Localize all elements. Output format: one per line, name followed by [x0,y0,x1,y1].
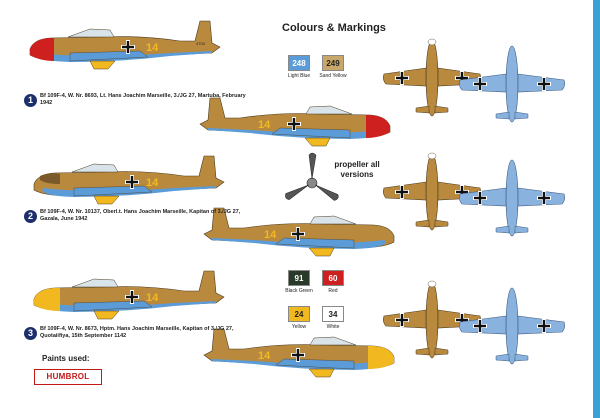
swatch-red: 60 [322,270,344,286]
scheme-3-right-profile: 14 [204,329,394,377]
scheme-1-top-view [383,38,481,117]
scheme-number-2: 2 [24,210,37,223]
svg-text:4703: 4703 [196,41,206,46]
swatch-yellow: 24 [288,306,310,322]
scheme-1-bottom-view [459,45,565,123]
swatch-black-green: 91 [288,270,310,286]
swatch-sand-yellow: 249 [322,55,344,71]
scheme-2-bottom-view [459,159,565,237]
page-title: Colours & Markings [282,22,386,34]
swatch-label-white: White [326,324,340,330]
svg-text:14: 14 [146,292,159,304]
scheme-caption-2: Bf 109F-4, W. Nr. 10137, Oberl.t. Hans J… [40,209,241,222]
swatch-label-red: Red [328,288,338,294]
swatch-white: 34 [322,306,344,322]
scheme-2-right-profile: 14 [204,208,394,256]
propeller-drawing [285,152,339,201]
swatch-label-yellow: Yellow [291,324,307,330]
scheme-2-top-view [383,152,481,231]
scheme-caption-1: Bf 109F-4, W. Nr. 8693, Lt. Hans Joachim… [40,93,246,106]
paints-title: Paints used: [42,354,90,363]
svg-text:14: 14 [258,350,271,362]
scheme-3-left-profile: 14 [33,270,225,320]
propeller-label: propeller all versions [334,160,380,179]
svg-text:14: 14 [264,229,277,241]
scheme-1-left-profile: 14 4703 [29,20,221,70]
svg-text:14: 14 [258,119,271,131]
scheme-2-left-profile: 14 [33,155,225,205]
swatch-label-light-blue: Light Blue [287,73,311,79]
scheme-caption-3: Bf 109F-4, W. Nr. 8673, Hptm. Hans Joach… [40,326,234,339]
swatch-label-sand-yellow: Sand Yellow [319,73,347,79]
nose-number: 14 [146,42,159,54]
scheme-1-right-profile: 14 [200,98,390,146]
scheme-3-bottom-view [459,287,565,365]
scheme-3-top-view [383,280,481,359]
page-edge-strip [593,0,600,418]
swatch-light-blue: 248 [288,55,310,71]
humbrol-logo: HUMBROL [34,369,102,385]
scheme-number-3: 3 [24,327,37,340]
svg-text:14: 14 [146,177,159,189]
scheme-number-1: 1 [24,94,37,107]
swatch-label-black-green: Black Green [285,288,313,294]
